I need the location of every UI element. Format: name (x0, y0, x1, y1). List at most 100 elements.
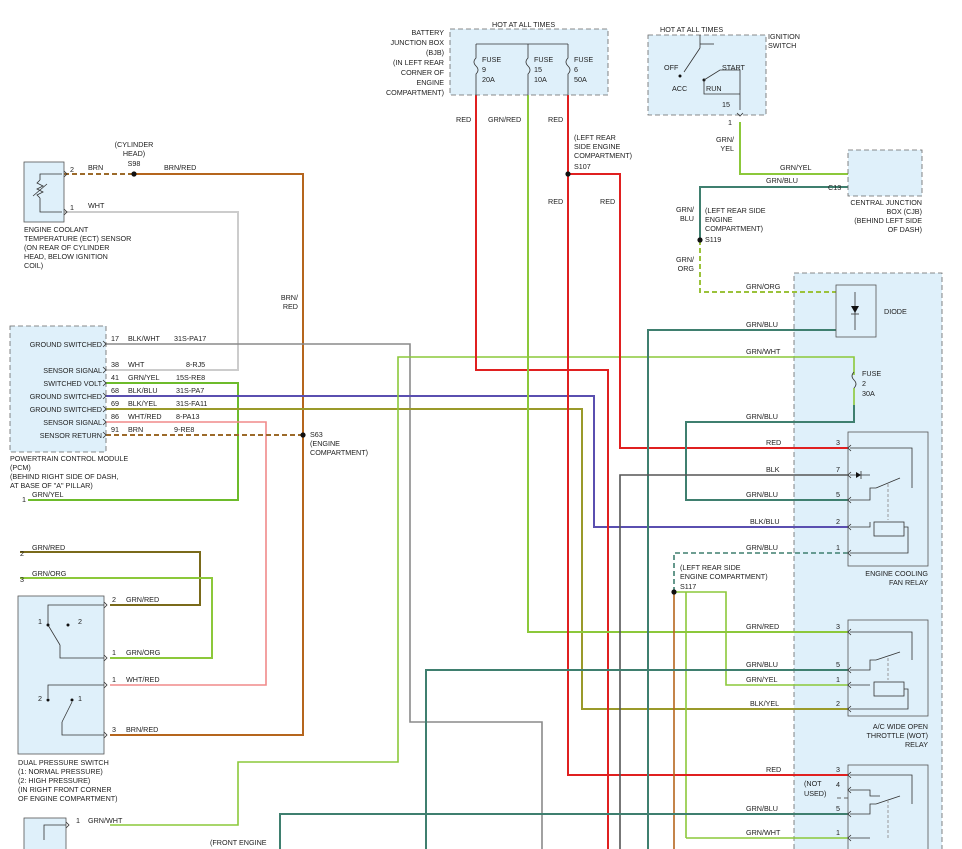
wot-relay-pins: GRN/RED 3 GRN/BLU 5 GRN/YEL 1 BLK/YEL 2 (746, 622, 840, 708)
svg-text:BLK: BLK (766, 465, 780, 474)
grn-yel-wire1: GRN/YEL (32, 490, 64, 499)
svg-text:DUAL PRESSURE SWITCH: DUAL PRESSURE SWITCH (18, 758, 109, 767)
svg-text:S98: S98 (128, 159, 141, 168)
wire-label-grn-red-1: GRN/RED (488, 115, 521, 124)
ect-sensor (23, 161, 65, 223)
svg-text:A/C WIDE OPEN: A/C WIDE OPEN (873, 722, 928, 731)
ignition-switch-symbol (678, 35, 741, 110)
svg-text:ENGINE COMPARTMENT): ENGINE COMPARTMENT) (680, 572, 768, 581)
ect-caption: ENGINE COOLANT TEMPERATURE (ECT) SENSOR … (24, 225, 131, 270)
wire-wht-ect (64, 211, 239, 371)
dual-pressure-switch (17, 595, 105, 755)
fuse-2: FUSE 2 30A (851, 369, 881, 398)
wire-grn-blu-wot (425, 669, 848, 849)
svg-text:S107: S107 (574, 162, 591, 171)
diode-symbol (851, 292, 859, 330)
svg-text:WHT/RED: WHT/RED (128, 412, 162, 421)
cjb-label: CENTRAL JUNCTION BOX (CJB) (BEHIND LEFT … (850, 198, 922, 234)
svg-text:ENGINE: ENGINE (416, 78, 444, 87)
svg-text:BATTERY: BATTERY (412, 28, 445, 37)
svg-text:(BEHIND RIGHT SIDE OF DASH,: (BEHIND RIGHT SIDE OF DASH, (10, 472, 119, 481)
svg-text:GRN/YEL: GRN/YEL (128, 373, 160, 382)
svg-text:(IN LEFT REAR: (IN LEFT REAR (393, 58, 444, 67)
dps-rows: 2 GRN/RED 1 GRN/ORG 1 WHT/RED 3 BRN/RED (112, 595, 161, 734)
svg-text:FUSE: FUSE (862, 369, 881, 378)
svg-text:1: 1 (112, 675, 116, 684)
svg-text:3: 3 (836, 438, 840, 447)
svg-text:(LEFT REAR SIDE: (LEFT REAR SIDE (680, 563, 741, 572)
svg-text:(ENGINE: (ENGINE (310, 439, 340, 448)
svg-text:4: 4 (836, 780, 840, 789)
svg-text:S117: S117 (680, 582, 696, 591)
svg-text:POWERTRAIN CONTROL MODULE: POWERTRAIN CONTROL MODULE (10, 454, 128, 463)
wire-s117-grnyel (674, 591, 848, 686)
svg-text:2: 2 (112, 595, 116, 604)
svg-text:GRN/RED: GRN/RED (126, 595, 159, 604)
svg-text:GRN/: GRN/ (676, 255, 694, 264)
dps-input-wire-grn-red: GRN/RED (32, 543, 65, 552)
s119-label: (LEFT REAR SIDE ENGINE COMPARTMENT) S119 (705, 206, 766, 244)
svg-text:(PCM): (PCM) (10, 463, 31, 472)
wire-label-brn-red-vertical: BRN/ RED (281, 293, 298, 311)
splice-s63 (300, 432, 306, 438)
svg-text:TEMPERATURE (ECT) SENSOR: TEMPERATURE (ECT) SENSOR (24, 234, 131, 243)
svg-text:WHT/RED: WHT/RED (126, 675, 160, 684)
svg-text:9-RE8: 9-RE8 (174, 425, 194, 434)
wire-grn-blu-diode (647, 329, 855, 849)
bottom-switch-wire: GRN/WHT (88, 816, 123, 825)
connector-chevrons (63, 112, 852, 842)
wire-grn-red-fuse15 (527, 95, 848, 633)
svg-text:1: 1 (836, 675, 840, 684)
svg-text:1: 1 (836, 543, 840, 552)
wire-label-brn-red-top: BRN/RED (164, 163, 196, 172)
svg-text:7: 7 (836, 465, 840, 474)
svg-text:3: 3 (836, 622, 840, 631)
svg-text:JUNCTION BOX: JUNCTION BOX (390, 38, 444, 47)
grn-blu-vertical-label: GRN/ BLU (676, 205, 694, 223)
svg-text:(IN RIGHT FRONT CORNER: (IN RIGHT FRONT CORNER (18, 785, 112, 794)
svg-text:FUSE: FUSE (574, 55, 593, 64)
fuse-9: FUSE 9 20A (473, 44, 501, 95)
svg-text:BLK/YEL: BLK/YEL (128, 399, 157, 408)
svg-text:FUSE: FUSE (482, 55, 501, 64)
svg-text:GRN/WHT: GRN/WHT (746, 828, 781, 837)
svg-text:2: 2 (836, 517, 840, 526)
svg-text:BLK/YEL: BLK/YEL (750, 699, 779, 708)
grn-yel-pin1: 1 (22, 495, 26, 504)
svg-text:CENTRAL JUNCTION: CENTRAL JUNCTION (850, 198, 922, 207)
grn-org-vertical-label: GRN/ ORG (676, 255, 694, 273)
svg-text:BRN/RED: BRN/RED (126, 725, 158, 734)
wire-blk (619, 474, 848, 849)
svg-text:COIL): COIL) (24, 261, 43, 270)
svg-text:GROUND SWITCHED: GROUND SWITCHED (30, 340, 102, 349)
bottom-relay-symbol (850, 774, 913, 839)
svg-text:BRN: BRN (128, 425, 143, 434)
svg-text:THROTTLE (WOT): THROTTLE (WOT) (867, 731, 928, 740)
splice-s119 (697, 237, 703, 243)
dps-symbol (46, 604, 104, 736)
wire-grn-org-dps (20, 577, 213, 659)
svg-text:RELAY: RELAY (905, 740, 928, 749)
svg-text:(ON REAR OF CYLINDER: (ON REAR OF CYLINDER (24, 243, 109, 252)
svg-text:GRN/RED: GRN/RED (746, 622, 779, 631)
svg-text:HEAD, BELOW IGNITION: HEAD, BELOW IGNITION (24, 252, 108, 261)
svg-text:15: 15 (534, 65, 542, 74)
ign-pin15: 15 (722, 100, 730, 109)
svg-text:(BJB): (BJB) (426, 48, 444, 57)
not-used-label: (NOT USED) (804, 779, 826, 798)
splice-s117 (671, 589, 677, 595)
ign-pin1: 1 (728, 118, 732, 127)
wire-grn-blu-fan5 (685, 405, 855, 501)
svg-text:41: 41 (111, 373, 119, 382)
svg-text:HEAD): HEAD) (123, 149, 145, 158)
svg-text:SWITCHED VOLT: SWITCHED VOLT (43, 379, 102, 388)
wire-label-red-1: RED (456, 115, 471, 124)
svg-text:8-PA13: 8-PA13 (176, 412, 199, 421)
svg-text:38: 38 (111, 360, 119, 369)
ect-pin1: 1 (70, 203, 74, 212)
dps-sw1-pin1: 1 (38, 617, 42, 626)
diode-label: DIODE (884, 307, 907, 316)
svg-text:68: 68 (111, 386, 119, 395)
svg-text:RED: RED (766, 765, 781, 774)
svg-text:ORG: ORG (678, 264, 695, 273)
